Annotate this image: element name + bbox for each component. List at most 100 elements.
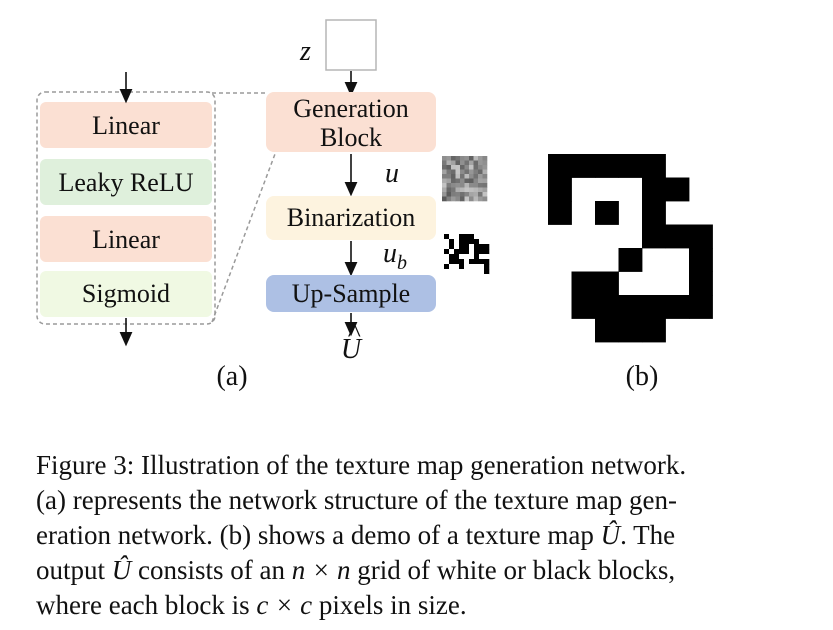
binary-pixel — [479, 239, 485, 245]
texture-black-block — [642, 295, 666, 319]
binary-pixel — [479, 269, 485, 275]
noise-pixel — [455, 196, 461, 202]
noise-pixel — [464, 187, 470, 193]
texture-black-block — [665, 224, 690, 249]
binary-pixel — [479, 264, 485, 270]
output-u-hat-label: U — [341, 334, 363, 365]
noise-pixel — [469, 165, 474, 170]
texture-black-block — [689, 248, 713, 272]
binary-pixel — [469, 239, 475, 245]
binary-pixel — [484, 244, 490, 250]
noise-pixel — [482, 178, 488, 184]
noise-pixel — [451, 196, 456, 202]
layer-leaky-relu-label: Leaky ReLU — [58, 168, 193, 197]
binary-pixel — [444, 269, 450, 275]
binary-pixel — [484, 269, 490, 275]
binary-pixel — [484, 234, 490, 240]
binary-pixel — [464, 259, 470, 265]
noise-pixel — [460, 187, 465, 193]
binary-pixel — [449, 264, 455, 270]
panel-b-label: (b) — [626, 361, 659, 392]
layer-sigmoid-box — [40, 271, 212, 317]
caption-line-4-mid: consists of an — [131, 555, 292, 585]
layer-linear-2-label: Linear — [92, 225, 160, 254]
texture-black-block — [595, 271, 619, 296]
binary-pixel — [474, 269, 480, 275]
binary-pixel — [469, 234, 475, 240]
noise-pixel — [482, 192, 488, 197]
binary-pixel — [454, 254, 460, 260]
texture-black-block — [548, 177, 572, 202]
noise-pixel — [469, 196, 474, 202]
layer-leaky-relu-box — [40, 159, 212, 205]
binary-pixel — [449, 274, 455, 280]
binary-pixel — [444, 254, 450, 260]
binary-pixel — [469, 264, 475, 270]
noise-pixel — [460, 196, 465, 202]
noise-pixel — [482, 183, 488, 188]
noise-pixel — [451, 174, 456, 179]
ub-label-subscript: b — [397, 252, 407, 274]
binary-pixel — [464, 234, 470, 240]
binary-pixel — [479, 274, 485, 280]
binary-pixel — [474, 234, 480, 240]
noise-pixel — [464, 165, 470, 170]
noise-pixel — [455, 169, 461, 175]
binary-pixel — [449, 249, 455, 255]
binary-pixel — [474, 264, 480, 270]
u-label: u — [385, 158, 399, 189]
noise-pixel — [442, 174, 447, 179]
binary-pixel — [459, 274, 465, 280]
binary-pixel — [474, 244, 480, 250]
binary-pixel — [469, 259, 475, 265]
binary-pixel — [454, 274, 460, 280]
binary-pixel — [474, 274, 480, 280]
noise-pixel — [455, 165, 461, 170]
binary-pixel — [454, 249, 460, 255]
binarization-box — [266, 196, 436, 240]
noise-pixel — [469, 178, 474, 184]
noise-pixel — [442, 160, 447, 166]
caption-line-3-math: Û — [600, 520, 621, 550]
binary-pixel — [484, 249, 490, 255]
noise-pixel — [442, 169, 447, 175]
noise-pixel — [478, 187, 483, 193]
u-noise-thumbnail — [442, 156, 488, 202]
connector-bottom-line — [211, 145, 279, 323]
noise-pixel — [455, 192, 461, 197]
noise-pixel — [473, 169, 479, 175]
noise-pixel — [469, 187, 474, 193]
ub-binary-thumbnail — [444, 234, 490, 280]
binary-pixel — [464, 249, 470, 255]
binary-pixel — [444, 234, 450, 240]
texture-black-block — [642, 201, 666, 225]
noise-pixel — [478, 192, 483, 197]
layer-sigmoid-label: Sigmoid — [82, 279, 170, 308]
network-diagram: Linear Leaky ReLU Linear Sigmoid z Gener… — [36, 19, 713, 392]
noise-pixel — [469, 183, 474, 188]
noise-pixel — [482, 196, 488, 202]
noise-pixel — [446, 183, 452, 188]
generation-block-box — [266, 92, 436, 152]
upsample-label: Up-Sample — [292, 279, 410, 308]
noise-pixel — [442, 183, 447, 188]
texture-black-block — [618, 248, 643, 272]
noise-pixel — [451, 156, 456, 161]
binary-pixel — [449, 269, 455, 275]
texture-black-block — [665, 295, 690, 319]
binary-pixel — [459, 244, 465, 250]
noise-pixel — [482, 169, 488, 175]
noise-pixel — [451, 183, 456, 188]
noise-pixel — [446, 156, 452, 161]
noise-pixel — [455, 183, 461, 188]
noise-pixel — [473, 187, 479, 193]
binary-pixel — [479, 254, 485, 260]
input-z-box — [325, 19, 377, 71]
noise-pixel — [451, 165, 456, 170]
binary-pixel — [474, 249, 480, 255]
binary-pixel — [454, 264, 460, 270]
binary-pixel — [464, 239, 470, 245]
noise-pixel — [478, 169, 483, 175]
noise-pixel — [464, 196, 470, 202]
binarization-label: Binarization — [287, 203, 416, 232]
